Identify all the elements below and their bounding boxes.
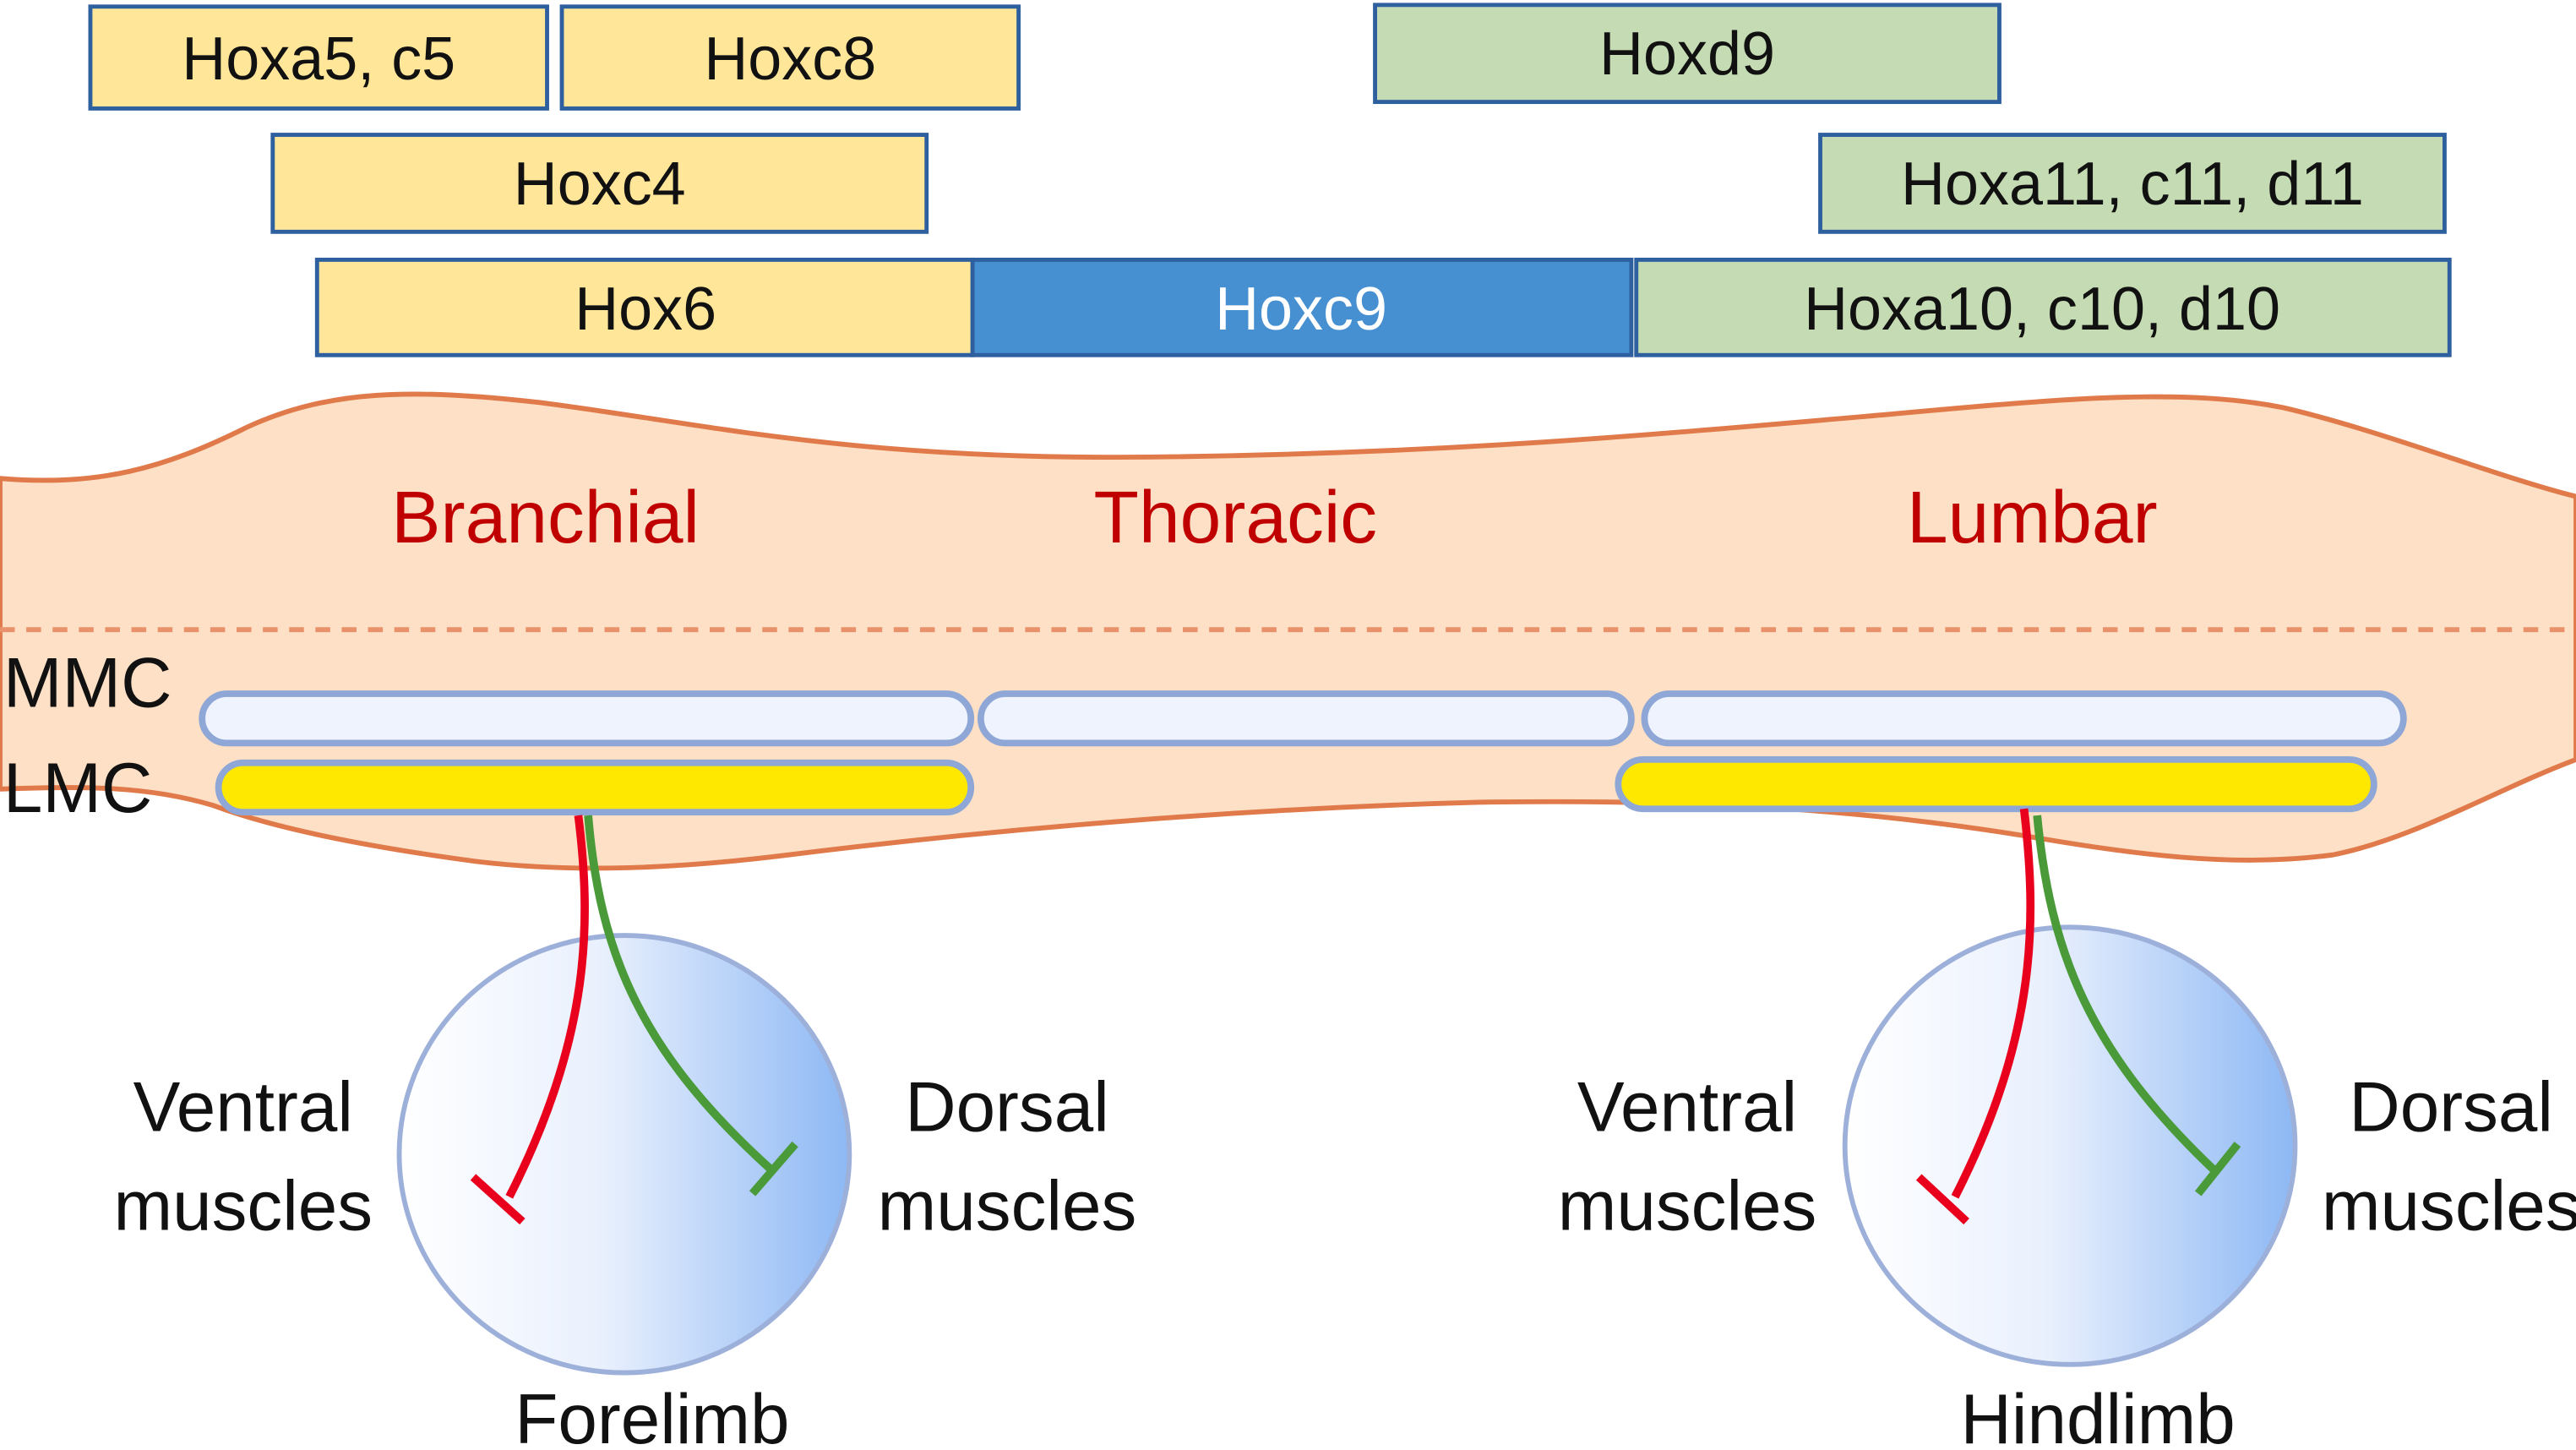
hindlimb-ventral-axon xyxy=(1951,808,2035,1199)
hindlimb-ventral-terminal xyxy=(1915,1174,1969,1225)
forelimb-ventral-terminal xyxy=(470,1174,526,1225)
region-branchial-label: Branchial xyxy=(391,476,700,559)
hox-box-hoxc9: Hoxc9 xyxy=(970,257,1634,357)
hindlimb-dorsal-label-line1: Dorsal xyxy=(2349,1067,2553,1147)
mmc-column-branchial xyxy=(199,690,975,747)
lmc-columns xyxy=(215,755,2377,816)
hindlimb-dorsal-label-line2: muscles xyxy=(2322,1165,2576,1245)
hox-box-hoxc4: Hoxc4 xyxy=(270,133,929,234)
hindlimb-dorsal-terminal xyxy=(2194,1142,2241,1197)
hox-box-hoxd9: Hoxd9 xyxy=(1373,3,2001,105)
mmc-column-thoracic xyxy=(977,690,1635,747)
hox-box-label: Hoxd9 xyxy=(1599,20,1775,88)
lmc-column-brachial xyxy=(215,759,975,816)
hox-box-hoxc8: Hoxc8 xyxy=(559,4,1021,111)
forelimb-dorsal-label-line2: muscles xyxy=(878,1165,1137,1245)
hox-box-hox6: Hox6 xyxy=(314,257,975,357)
hox-box-hoxa11-c11-d11: Hoxa11, c11, d11 xyxy=(1818,133,2447,234)
mmc-label: MMC xyxy=(3,643,172,722)
forelimb-ventral-axon xyxy=(505,815,589,1199)
hindlimb-ventral-label-line2: muscles xyxy=(1558,1165,1817,1245)
forelimb-bud xyxy=(396,933,852,1376)
forelimb: Ventral muscles Dorsal muscles Forelimb xyxy=(113,815,1136,1450)
forelimb-ventral-label-line2: muscles xyxy=(113,1165,373,1245)
forelimb-dorsal-terminal xyxy=(749,1141,798,1197)
hox-box-label: Hoxc9 xyxy=(1215,275,1387,343)
hox-box-label: Hox6 xyxy=(575,275,716,343)
forelimb-dorsal-axon xyxy=(584,815,776,1174)
lmc-column-lumbar xyxy=(1615,755,2377,813)
hox-box-label: Hoxc8 xyxy=(704,25,876,93)
mmc-column-lumbar xyxy=(1641,690,2407,747)
hox-box-label: Hoxa11, c11, d11 xyxy=(1901,150,2364,218)
hox-box-hoxa10-c10-d10: Hoxa10, c10, d10 xyxy=(1634,257,2452,357)
hox-box-hoxa5-c5: Hoxa5, c5 xyxy=(88,4,549,111)
forelimb-dorsal-label-line1: Dorsal xyxy=(905,1067,1109,1147)
hindlimb-ventral-label-line1: Ventral xyxy=(1577,1067,1797,1147)
hindlimb-label: Hindlimb xyxy=(1961,1379,2236,1450)
lmc-label: LMC xyxy=(3,748,153,827)
region-lumbar-label: Lumbar xyxy=(1907,476,2158,559)
region-thoracic-label: Thoracic xyxy=(1094,476,1377,559)
hox-box-label: Hoxc4 xyxy=(514,150,686,218)
hox-box-label: Hoxa10, c10, d10 xyxy=(1804,275,2280,343)
forelimb-label: Forelimb xyxy=(515,1379,789,1450)
hindlimb-bud xyxy=(1842,924,2298,1367)
hox-boxes: Hoxa5, c5 Hoxc8 Hoxd9 Hoxc4 Hoxa11, c11,… xyxy=(88,3,2452,357)
hindlimb-dorsal-axon xyxy=(2033,815,2218,1174)
hindlimb: Ventral muscles Dorsal muscles Hindlimb xyxy=(1558,808,2576,1450)
hox-box-label: Hoxa5, c5 xyxy=(182,25,455,93)
forelimb-ventral-label-line1: Ventral xyxy=(133,1067,353,1147)
mmc-columns xyxy=(199,690,2407,747)
